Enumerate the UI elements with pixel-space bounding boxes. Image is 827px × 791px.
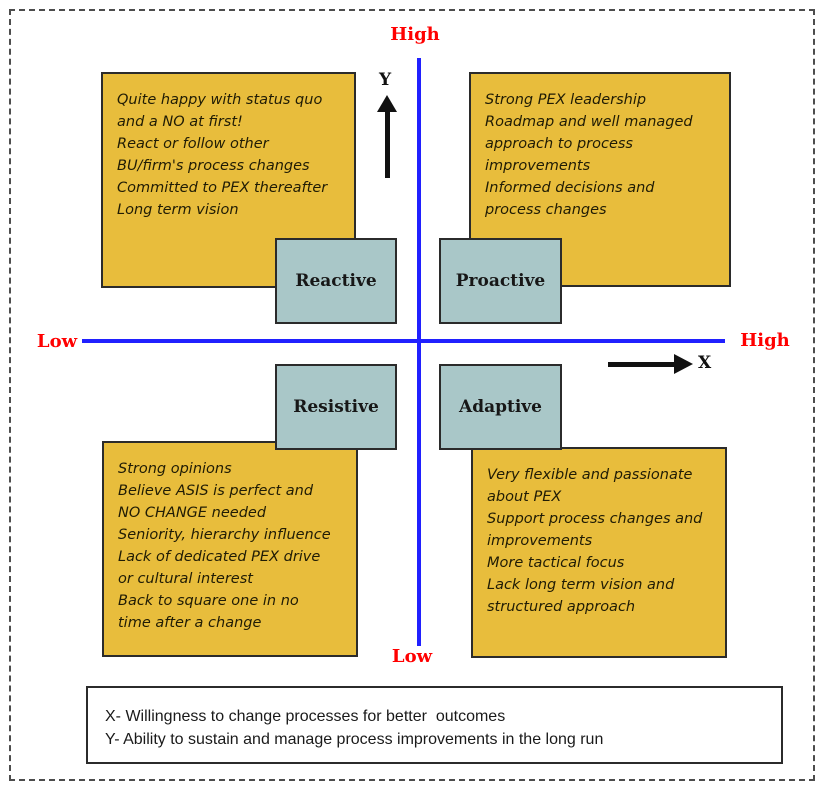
note-line: Roadmap and well managed <box>485 114 693 130</box>
x-arrow-icon <box>674 354 693 374</box>
outer-dashed-border <box>9 9 815 781</box>
x-arrow-shaft <box>608 362 676 367</box>
quadrant-label-proactive: Proactive <box>439 238 562 324</box>
x-axis-definition: X- Willingness to change processes for b… <box>105 708 506 725</box>
note-line: Very flexible and passionate <box>487 467 693 483</box>
note-line: Lack of dedicated PEX drive <box>118 549 321 565</box>
y-arrow-shaft <box>385 110 390 178</box>
note-line: time after a change <box>118 615 262 631</box>
note-line: Quite happy with status quo <box>117 92 323 108</box>
note-line: React or follow other <box>117 136 269 152</box>
note-box-adaptive: Very flexible and passionate about PEX Sup… <box>471 447 727 658</box>
note-box-reactive: Quite happy with status quo and a NO at f… <box>101 72 356 288</box>
note-line: improvements <box>487 533 593 549</box>
x-axis-high-label: High <box>740 330 790 351</box>
note-line: and a NO at first! <box>117 114 243 130</box>
y-axis-line <box>417 58 421 646</box>
note-line: More tactical focus <box>487 555 625 571</box>
note-line: Lack long term vision and <box>487 577 675 593</box>
note-line: BU/firm's process changes <box>117 158 310 174</box>
y-axis-definition: Y- Ability to sustain and manage process… <box>105 731 604 748</box>
note-line: Long term vision <box>117 202 239 218</box>
note-line: Committed to PEX thereafter <box>117 180 328 196</box>
y-axis-letter: Y <box>379 70 392 90</box>
note-line: about PEX <box>487 489 562 505</box>
note-line: process changes <box>485 202 607 218</box>
note-line: Strong opinions <box>118 461 232 477</box>
x-axis-low-label: Low <box>36 331 78 352</box>
note-line: Believe ASIS is perfect and <box>118 483 314 499</box>
note-line: Strong PEX leadership <box>485 92 647 108</box>
note-line: NO CHANGE needed <box>118 505 267 521</box>
note-line: Back to square one in no <box>118 593 299 609</box>
note-line: Seniority, hierarchy influence <box>118 527 331 543</box>
y-axis-low-label: Low <box>391 646 433 667</box>
axis-legend-box: X- Willingness to change processes for b… <box>86 686 783 764</box>
quadrant-label-reactive: Reactive <box>275 238 397 324</box>
y-axis-high-label: High <box>390 24 440 45</box>
quadrant-label-resistive: Resistive <box>275 364 397 450</box>
note-line: approach to process <box>485 136 633 152</box>
note-line: improvements <box>485 158 591 174</box>
x-axis-letter: X <box>698 353 712 373</box>
y-arrow-icon <box>377 95 397 112</box>
quadrant-label-adaptive: Adaptive <box>439 364 562 450</box>
note-line: structured approach <box>487 599 636 615</box>
note-line: or cultural interest <box>118 571 253 587</box>
x-axis-line <box>82 339 725 343</box>
note-line: Support process changes and <box>487 511 703 527</box>
note-line: Informed decisions and <box>485 180 655 196</box>
